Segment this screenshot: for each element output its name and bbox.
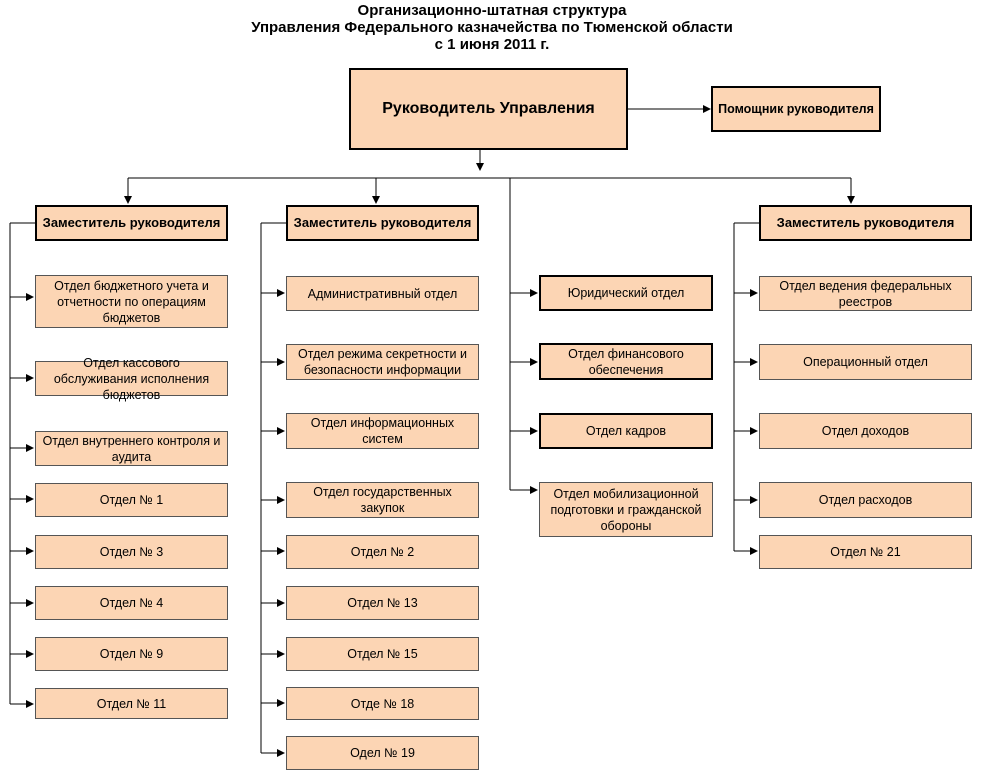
col1-item-label: Отдел № 11 — [96, 696, 167, 711]
col1-item-label: Отдел кассового обслуживания исполнения … — [53, 355, 210, 402]
col2-item-box: Отдел режима секретности и безопасности … — [286, 344, 479, 380]
col1-item-box: Отдел № 4 — [35, 586, 228, 620]
col2-item-label: Отдел № 15 — [347, 647, 418, 661]
col4-item-box: Операционный отдел — [759, 344, 972, 380]
col4-deputy-label: Заместитель руководителя — [776, 215, 955, 230]
col4-item-box: Отдел доходов — [759, 413, 972, 449]
col1-item-box: Отдел внутреннего контроля и аудита — [35, 431, 228, 466]
col1-item-label: Отдел № 1 — [99, 493, 164, 507]
col4-item-box: Отдел ведения федеральных реестров — [759, 276, 972, 311]
col1-item-box: Отдел № 3 — [35, 535, 228, 569]
col2-item-box: Отдел № 15 — [286, 637, 479, 671]
col1-item-box: Отдел № 1 — [35, 483, 228, 517]
col4-item-box: Отдел № 21 — [759, 535, 972, 569]
col4-deputy-box: Заместитель руководителя — [759, 205, 972, 241]
col2-deputy-box: Заместитель руководителя — [286, 205, 479, 241]
col2-item-label: Административный отдел — [307, 286, 458, 301]
col1-item-label: Отдел внутреннего контроля и аудита — [42, 433, 221, 464]
col2-item-label: Отдел № 13 — [347, 596, 418, 610]
col3-item-label: Отдел финансового обеспечения — [568, 346, 684, 377]
col1-deputy-label: Заместитель руководителя — [42, 215, 221, 230]
col1-item-label: Отдел № 9 — [99, 647, 164, 661]
col4-item-box: Отдел расходов — [759, 482, 972, 518]
col4-item-label: Отдел доходов — [821, 424, 910, 438]
col2-item-label: Отде № 18 — [350, 696, 415, 711]
col1-item-box: Отдел кассового обслуживания исполнения … — [35, 356, 228, 402]
assistant-box: Помощник руководителя — [711, 86, 881, 132]
assistant-label: Помощник руководителя — [718, 102, 874, 116]
col2-item-label: Отдел режима секретности и безопасности … — [298, 347, 467, 377]
col3-item-box: Отдел финансового обеспечения — [539, 343, 713, 380]
col2-item-box: Отдел № 2 — [286, 535, 479, 569]
col3-item-box: Отдел мобилизационной подготовки и гражд… — [539, 482, 713, 537]
title-line-3: с 1 июня 2011 г. — [434, 36, 550, 53]
col3-item-label: Отдел кадров — [585, 424, 667, 438]
col3-item-label: Юридический отдел — [567, 286, 685, 300]
col3-item-label: Отдел мобилизационной подготовки и гражд… — [550, 486, 702, 533]
col2-item-box: Отдел государственных закупок — [286, 482, 479, 518]
col1-item-label: Отдел № 4 — [99, 596, 164, 610]
head-box: Руководитель Управления — [349, 68, 628, 150]
title-line-1: Организационно-штатная структура — [357, 2, 627, 19]
col1-item-box: Отдел № 9 — [35, 637, 228, 671]
col1-item-label: Отдел № 3 — [99, 545, 164, 559]
head-label: Руководитель Управления — [382, 100, 595, 117]
col2-item-box: Административный отдел — [286, 276, 479, 311]
col1-item-box: Отдел бюджетного учета и отчетности по о… — [35, 275, 228, 328]
col3-item-box: Отдел кадров — [539, 413, 713, 449]
col2-item-box: Одел № 19 — [286, 736, 479, 770]
col2-item-box: Отдел № 13 — [286, 586, 479, 620]
col2-item-box: Отдел информационных систем — [286, 413, 479, 449]
col3-item-box: Юридический отдел — [539, 275, 713, 311]
col2-item-label: Отдел государственных закупок — [313, 485, 452, 515]
col4-item-label: Отдел расходов — [818, 493, 913, 507]
col1-item-label: Отдел бюджетного учета и отчетности по о… — [54, 278, 209, 325]
col4-item-label: Отдел № 21 — [830, 545, 901, 559]
col2-item-label: Отдел № 2 — [350, 545, 415, 559]
col2-deputy-label: Заместитель руководителя — [293, 215, 472, 230]
col2-item-box: Отде № 18 — [286, 687, 479, 720]
col2-item-label: Одел № 19 — [350, 746, 415, 760]
title-line-2: Управления Федерального казначейства по … — [251, 19, 733, 36]
col1-item-box: Отдел № 11 — [35, 688, 228, 719]
col4-item-label: Операционный отдел — [803, 355, 928, 369]
col2-item-label: Отдел информационных систем — [310, 416, 455, 446]
col1-deputy-box: Заместитель руководителя — [35, 205, 228, 241]
col4-item-label: Отдел ведения федеральных реестров — [779, 278, 952, 309]
